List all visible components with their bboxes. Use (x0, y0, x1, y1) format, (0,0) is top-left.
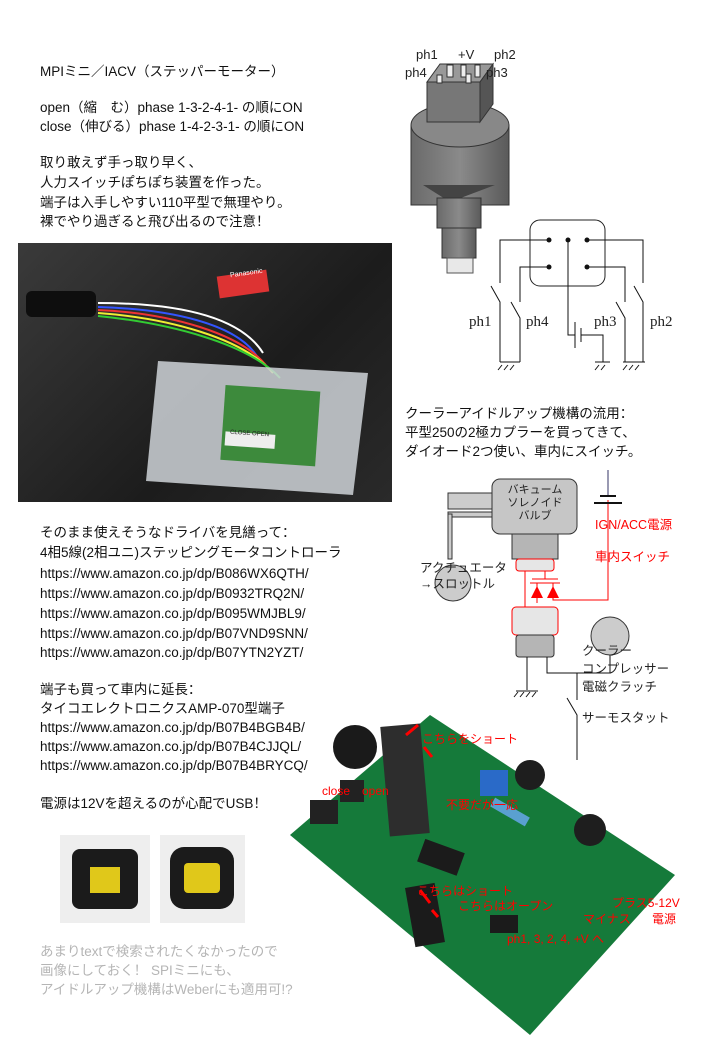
capacitor (574, 814, 606, 846)
compressor-label-3: 電磁クラッチ (582, 680, 658, 694)
ic (490, 915, 518, 933)
connector-photo-male (60, 835, 150, 923)
terminal-link-2[interactable]: https://www.amazon.co.jp/dp/B07B4CJJQL/ (40, 739, 302, 754)
driver-board-photo (290, 715, 675, 1035)
open-sequence: open（縮 む）phase 1-3-2-4-1- の順にON (40, 100, 303, 115)
actuator-label-2: →スロットル (420, 577, 496, 591)
driver-subheading: 4相5線(2相ユニ)ステッピングモータコントローラ (40, 545, 342, 560)
power-label: 電源 (652, 912, 677, 926)
cooler-line-3: ダイオード2つ使い、車内にスイッチ。 (405, 444, 642, 459)
driver-link-3[interactable]: https://www.amazon.co.jp/dp/B095WMJBL9/ (40, 606, 306, 621)
terminal-link-1[interactable]: https://www.amazon.co.jp/dp/B07B4BGB4B/ (40, 720, 305, 735)
open-label-2: こちらはオープン (458, 899, 554, 913)
compressor-label-2: コンプレッサー (582, 662, 670, 676)
driver-link-4[interactable]: https://www.amazon.co.jp/dp/B07VND9SNN/ (40, 626, 308, 641)
valve-label-3: バルブ (518, 510, 552, 522)
terminal-link-3[interactable]: https://www.amazon.co.jp/dp/B07B4BRYCQ/ (40, 758, 308, 773)
terminal-heading: 端子も買って車内に延長： (40, 682, 202, 697)
driver-link-1[interactable]: https://www.amazon.co.jp/dp/B086WX6QTH/ (40, 566, 309, 581)
compressor-label-1: クーラー (582, 644, 633, 658)
phases-label: ph1, 3, 2, 4, +V へ (507, 932, 605, 946)
plus-label: プラス5-12V (612, 896, 680, 910)
capacitor (515, 760, 545, 790)
switch-ph4: ph4 (526, 314, 549, 330)
note-3: 端子は入手しやすい110平型で無理やり。 (40, 195, 291, 210)
stepper-motor (26, 291, 96, 317)
pin-ph3: ph3 (486, 65, 508, 80)
valve-label-1: バキューム (507, 484, 563, 496)
driver-link-5[interactable]: https://www.amazon.co.jp/dp/B07YTN2YZT/ (40, 645, 304, 660)
footer-line-3: アイドルアップ機構はWeberにも適用可!? (40, 982, 293, 997)
ign-acc-label: IGN/ACC電源 (595, 518, 673, 532)
power-note: 電源は12Vを超えるのが心配でUSB！ (40, 796, 267, 811)
close-button (310, 800, 338, 824)
potentiometer-knob (333, 725, 377, 769)
open-button (340, 780, 364, 802)
footer-line-2: 画像にしておく！ SPIミニにも、 (40, 963, 240, 978)
motor-diagram (410, 62, 645, 371)
pin-ph1: ph1 (416, 47, 438, 62)
battery (216, 269, 270, 299)
short-here-label: こちらをショート (422, 732, 519, 746)
actuator-label-1: アクチュエータ (420, 561, 507, 575)
footer-line-1: あまりtextで検索されたくなかったので (40, 944, 278, 959)
switch-ph2: ph2 (650, 314, 673, 330)
switch-ph1: ph1 (469, 314, 492, 330)
unneeded-label: 不要だが一応 (446, 798, 519, 812)
driver-heading: そのまま使えそうなドライバを見繕って： (40, 525, 296, 540)
cooler-line-1: クーラーアイドルアップ機構の流用： (405, 406, 634, 421)
prototype-photo: Panasonic CLOSE OPEN (18, 243, 392, 502)
valve-label-2: ソレノイド (507, 497, 563, 509)
connector-photo-female (160, 835, 245, 923)
actuator-label: アクチュエータ →スロットル (420, 560, 507, 592)
switch-board (220, 384, 321, 467)
thermostat-label: サーモスタット (582, 711, 670, 725)
compressor-label: クーラーコンプレッサー電磁クラッチ (582, 642, 669, 696)
pin-v: +V (458, 47, 475, 62)
valve-label: バキュームソレノイドバルブ (505, 484, 565, 523)
prototype-illustration (26, 269, 368, 495)
actuator (434, 564, 472, 602)
resistor (490, 797, 530, 827)
pin-ph2: ph2 (494, 47, 516, 62)
close-sequence: close（伸びる）phase 1-4-2-3-1- の順にON (40, 119, 305, 134)
driver-link-2[interactable]: https://www.amazon.co.jp/dp/B0932TRQ2N/ (40, 586, 305, 601)
trimmer (480, 770, 508, 796)
switch-block (380, 723, 430, 837)
jumper-header (405, 882, 445, 948)
pin-ph4: ph4 (405, 65, 427, 80)
cooler-diagram (434, 470, 630, 760)
terminal-subheading: タイコエレクトロニクスAMP-070型端子 (40, 701, 285, 716)
short-label-2: こちらはショート (417, 884, 514, 898)
cooler-line-2: 平型250の2極カプラーを買ってきて、 (405, 425, 636, 440)
close-label: close (322, 784, 351, 798)
driver-ic (417, 838, 465, 876)
minus-label: マイナス (583, 912, 631, 926)
open-label: open (362, 784, 389, 798)
switch-ph3: ph3 (594, 314, 617, 330)
note-4: 裸でやり過ぎると飛び出るので注意！ (40, 214, 270, 229)
cabin-switch-label: 車内スイッチ (595, 550, 671, 564)
note-2: 人力スイッチぽちぽち装置を作った。 (40, 175, 270, 190)
title: MPIミニ／IACV（ステッパーモーター） (40, 64, 285, 79)
note-1: 取り敢えず手っ取り早く、 (40, 155, 202, 170)
